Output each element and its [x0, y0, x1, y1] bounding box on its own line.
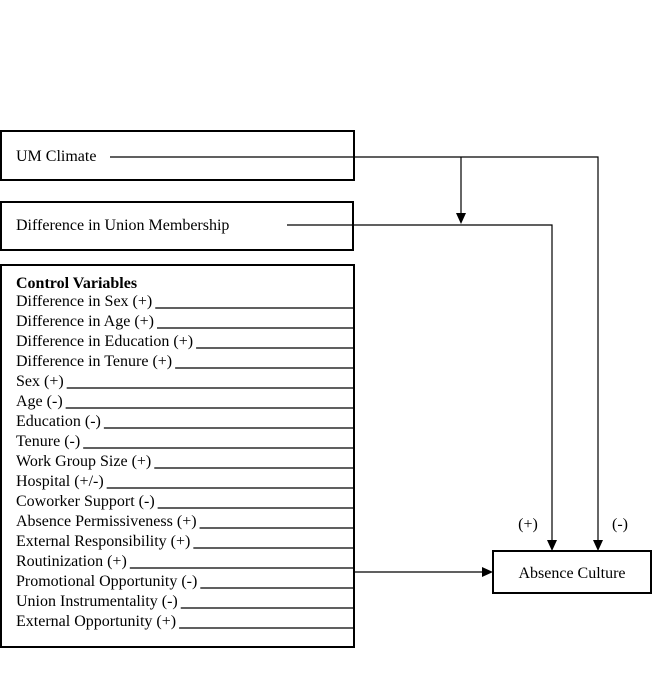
- control-variable-label: Age (-): [16, 393, 63, 410]
- union-membership-path-arrowhead: [547, 540, 557, 551]
- control-variable-label: Difference in Education (+): [16, 333, 193, 350]
- union-membership-box: [0, 201, 354, 251]
- control-variable-label: Promotional Opportunity (-): [16, 573, 197, 590]
- moderation-arrowhead: [456, 213, 466, 224]
- um-climate-sign: (-): [612, 516, 628, 533]
- um-climate-box: [0, 130, 355, 181]
- control-variable-label: Difference in Age (+): [16, 313, 154, 330]
- control-variable-label: Union Instrumentality (-): [16, 593, 178, 610]
- control-variables-box: [0, 264, 355, 648]
- control-variables-list: Difference in Sex (+) Difference in Age (…: [16, 293, 353, 630]
- control-variable-label: Work Group Size (+): [16, 453, 151, 470]
- control-variable-label: External Opportunity (+): [16, 613, 176, 630]
- control-variable-label: Difference in Sex (+): [16, 293, 152, 310]
- um-climate-path-arrowhead: [593, 540, 603, 551]
- union-membership-sign: (+): [518, 516, 538, 533]
- control-variable-label: Difference in Tenure (+): [16, 353, 172, 370]
- control-variable-label: Absence Permissiveness (+): [16, 513, 197, 530]
- control-variable-label: External Responsibility (+): [16, 533, 190, 550]
- control-variable-label: Coworker Support (-): [16, 493, 155, 510]
- control-variable-label: Tenure (-): [16, 433, 80, 450]
- um-climate-label: UM Climate: [16, 148, 96, 165]
- absence-culture-label: Absence Culture: [518, 565, 625, 582]
- control-variable-label: Education (-): [16, 413, 101, 430]
- union-membership-path: [287, 224, 553, 541]
- absence-culture-box: [492, 550, 652, 594]
- control-variable-label: Routinization (+): [16, 553, 127, 570]
- control-variables-path-arrowhead: [482, 567, 493, 577]
- control-variables-title: Control Variables: [16, 275, 137, 292]
- um-climate-path: [110, 156, 599, 541]
- control-variable-label: Sex (+): [16, 373, 64, 390]
- control-variable-label: Hospital (+/-): [16, 473, 104, 490]
- union-membership-label: Difference in Union Membership: [16, 217, 229, 234]
